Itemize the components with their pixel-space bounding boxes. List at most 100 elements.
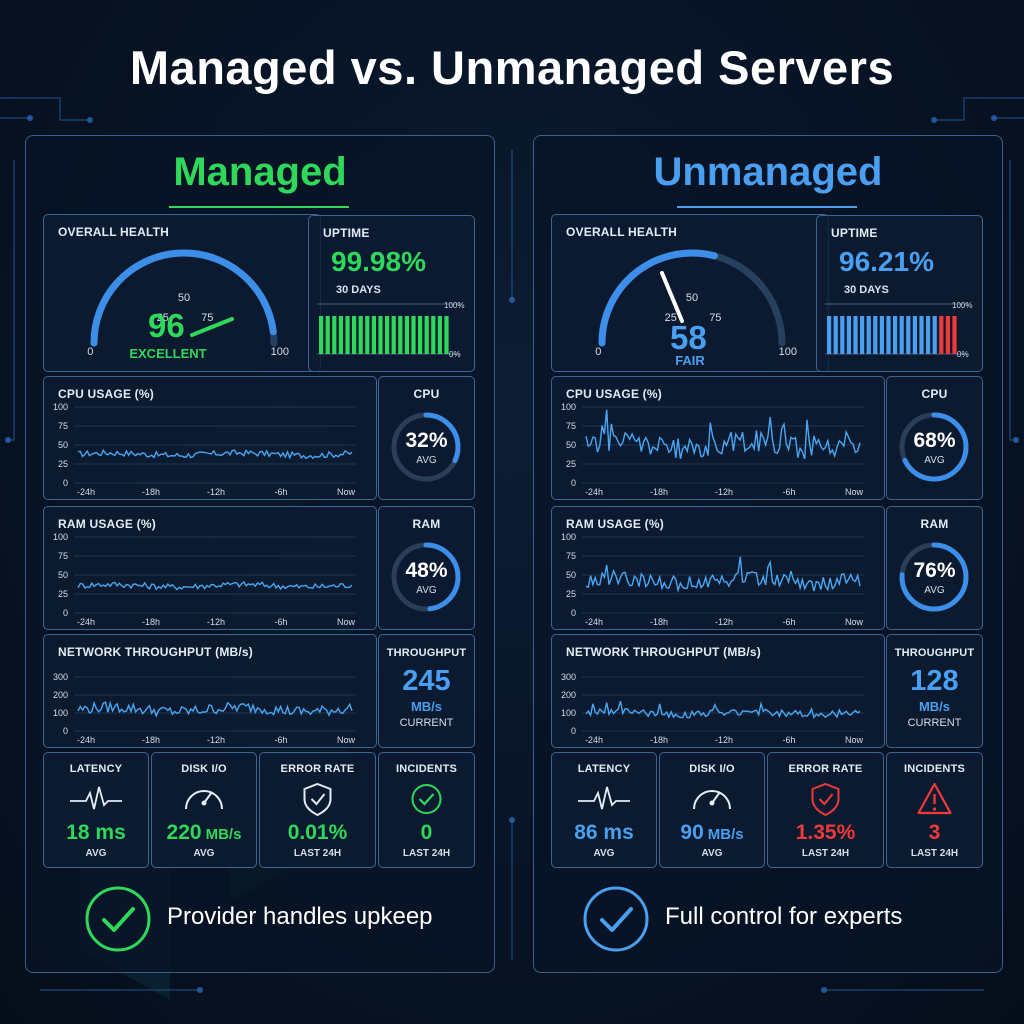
ram-chart-label: RAM USAGE (%)	[58, 517, 156, 531]
heading-underline	[169, 206, 349, 208]
uptime-bar	[358, 316, 363, 354]
x-tick-label: Now	[845, 617, 864, 627]
y-tick-label: 50	[566, 440, 576, 450]
metric-value-row: 3	[887, 821, 982, 845]
uptime-bar	[444, 316, 449, 354]
metric-label: ERROR RATE	[788, 763, 863, 775]
cpu-chart-label: CPU USAGE (%)	[566, 387, 662, 401]
x-tick-label: -6h	[274, 617, 287, 627]
speedometer-icon	[693, 790, 731, 810]
x-tick-label: -24h	[585, 617, 603, 627]
y-tick-label: 25	[566, 459, 576, 469]
y-tick-label: 200	[53, 690, 68, 700]
x-tick-label: -24h	[585, 735, 603, 745]
health-label: OVERALL HEALTH	[58, 225, 170, 239]
x-tick-label: -6h	[274, 735, 287, 745]
y-tick-label: 75	[566, 421, 576, 431]
y-tick-label: 50	[58, 440, 68, 450]
x-tick-label: -18h	[650, 735, 668, 745]
gauge-tick-label: 50	[178, 292, 190, 304]
gauge-tick-label: 0	[87, 346, 93, 358]
panel-heading: Managed	[173, 150, 347, 194]
uptime-period: 30 DAYS	[336, 284, 381, 296]
uptime-bar	[926, 316, 931, 354]
y-tick-label: 100	[53, 402, 68, 412]
metric-value-row: 18 ms	[44, 821, 148, 845]
metric-label: INCIDENTS	[395, 763, 458, 775]
metric-value: 86 ms	[574, 821, 634, 844]
uptime-bar	[886, 316, 891, 354]
y-tick-label: 0	[63, 608, 68, 618]
uptime-bar	[893, 316, 898, 354]
throughput-current-label: CURRENT	[399, 717, 454, 729]
x-tick-label: -24h	[77, 617, 95, 627]
throughput-unit: MB/s	[918, 699, 951, 714]
throughput-unit: MB/s	[410, 699, 443, 714]
uptime-bar	[319, 316, 324, 354]
uptime-bar	[371, 316, 376, 354]
metric-label: LATENCY	[577, 763, 631, 775]
shield-check-icon	[303, 782, 332, 817]
uptime-value: 96.21%	[839, 246, 934, 277]
network-chart-label: NETWORK THROUGHPUT (MB/s)	[58, 645, 253, 659]
x-tick-label: Now	[845, 487, 864, 497]
uptime-bar	[860, 316, 865, 354]
gauge-fill	[598, 249, 718, 347]
x-tick-label: -18h	[650, 617, 668, 627]
x-tick-label: -18h	[142, 735, 160, 745]
footer-caption: Provider handles upkeep	[167, 903, 433, 930]
metric-sub-label: AVG	[85, 848, 107, 859]
y-tick-label: 100	[53, 708, 68, 718]
heartbeat-icon	[578, 786, 630, 810]
uptime-bars	[825, 303, 969, 355]
metric-value: 0.01%	[287, 821, 348, 844]
x-tick-label: -12h	[715, 617, 733, 627]
ram-series-line	[77, 580, 353, 591]
cpu-series-line	[585, 409, 861, 460]
gauge-tick-label: 100	[779, 346, 797, 358]
metric-label: DISK I/O	[689, 763, 735, 775]
x-tick-label: Now	[337, 617, 356, 627]
shield-check-icon	[811, 782, 840, 817]
uptime-bar	[352, 316, 357, 354]
uptime-bar	[827, 316, 832, 354]
x-tick-label: -18h	[142, 487, 160, 497]
throughput-label: THROUGHPUT	[894, 647, 975, 659]
x-tick-label: Now	[845, 735, 864, 745]
cpu-donut	[391, 412, 461, 482]
metric-sub-label: AVG	[193, 848, 215, 859]
uptime-bar	[846, 316, 851, 354]
y-tick-label: 75	[566, 551, 576, 561]
x-tick-label: -24h	[77, 487, 95, 497]
throughput-current-label: CURRENT	[907, 717, 962, 729]
health-status: FAIR	[675, 353, 705, 368]
y-tick-label: 75	[58, 551, 68, 561]
cpu-chart-label: CPU USAGE (%)	[58, 387, 154, 401]
ram-donut	[391, 542, 461, 612]
y-tick-label: 200	[561, 690, 576, 700]
x-tick-label: -12h	[715, 487, 733, 497]
ram-percent-value: 48%	[405, 559, 448, 582]
x-tick-label: Now	[337, 735, 356, 745]
metric-sub-label: AVG	[701, 848, 723, 859]
x-tick-label: -24h	[585, 487, 603, 497]
x-tick-label: -6h	[782, 617, 795, 627]
uptime-bar	[919, 316, 924, 354]
metric-unit: MB/s	[707, 826, 744, 843]
